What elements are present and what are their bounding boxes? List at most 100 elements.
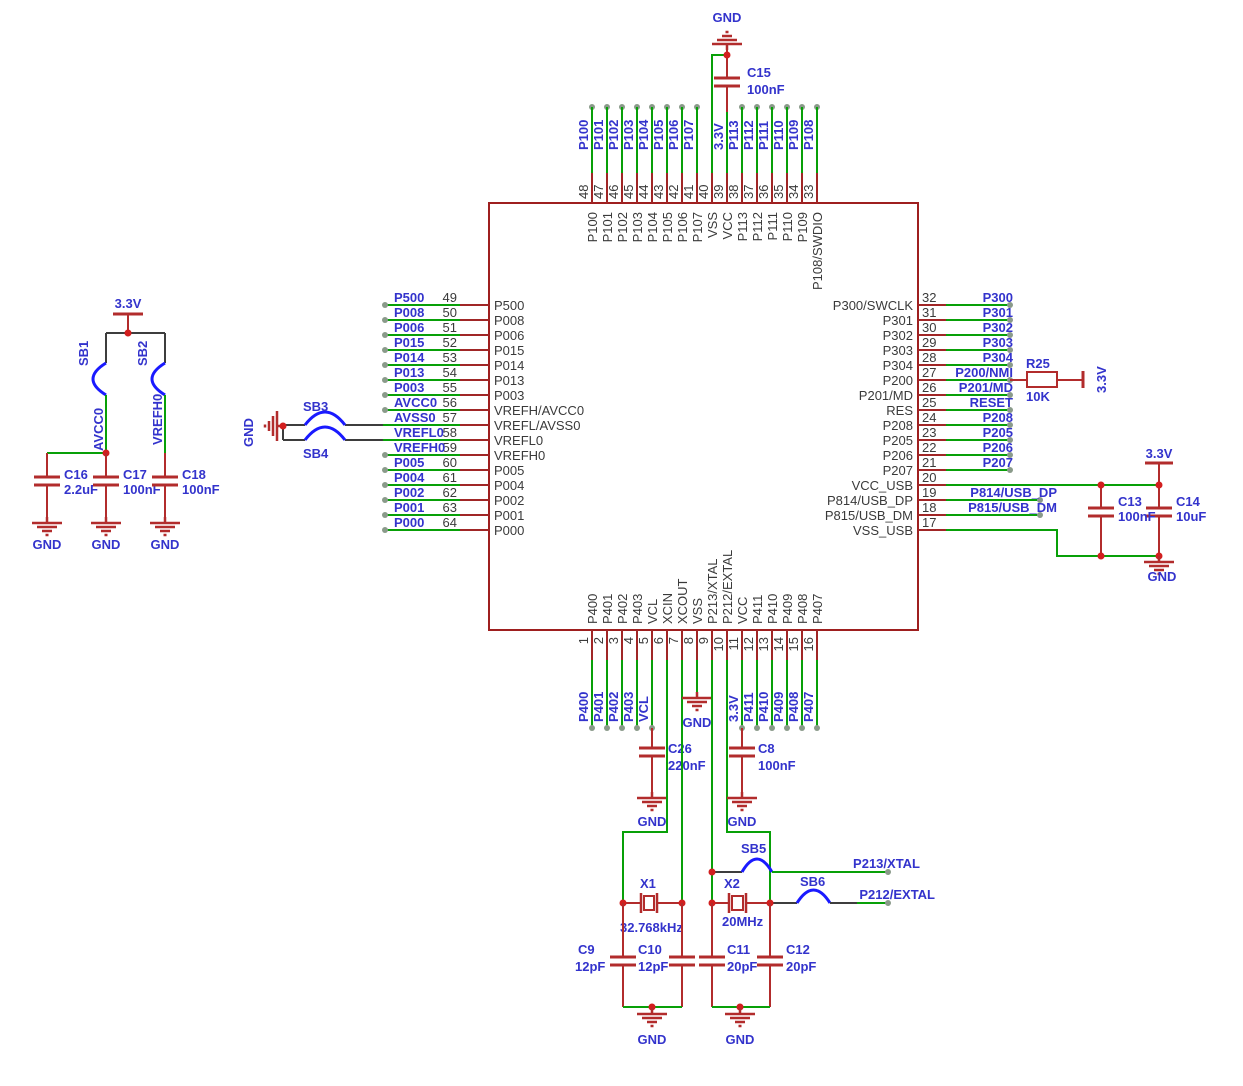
pin-number: 43: [651, 185, 666, 199]
pin-number: 31: [922, 305, 936, 320]
pin-name: P112: [750, 212, 765, 241]
pin-name: P300/SWCLK: [833, 298, 914, 313]
pin-name: P304: [883, 358, 913, 373]
net-label: P301: [983, 305, 1013, 320]
component-ref: C13: [1118, 494, 1142, 509]
net-label: P003: [394, 380, 424, 395]
component-value: 12pF: [638, 959, 668, 974]
net-label: P111: [756, 121, 771, 150]
pin-name: P001: [494, 508, 524, 523]
wire-endpoint: [619, 725, 625, 731]
gnd-symbol: [682, 692, 712, 712]
wire-endpoint: [1007, 332, 1013, 338]
net-label: P005: [394, 455, 424, 470]
net-label: P408: [786, 692, 801, 722]
pin-name: P411: [750, 595, 765, 624]
pin-number: 58: [443, 425, 457, 440]
pin-number: 35: [771, 185, 786, 199]
gnd-symbol: [637, 792, 667, 812]
pin-name: VCC_USB: [852, 478, 913, 493]
net-label: AVSS0: [394, 410, 436, 425]
pin-number: 18: [922, 500, 936, 515]
pin-name: P006: [494, 328, 524, 343]
gnd-label: GND: [33, 537, 62, 552]
net-label: P000: [394, 515, 424, 530]
pin-number: 21: [922, 455, 936, 470]
net-label: P103: [621, 120, 636, 150]
pin-number: 20: [922, 470, 936, 485]
pin-name: VSS: [690, 598, 705, 624]
wire-endpoint: [1007, 392, 1013, 398]
net-label: P107: [681, 120, 696, 150]
wire-endpoint: [1007, 452, 1013, 458]
pin-name: P002: [494, 493, 524, 508]
net-label: P407: [801, 692, 816, 722]
net-label: P106: [666, 120, 681, 150]
net-label: P206: [983, 440, 1013, 455]
wire-endpoint: [1007, 362, 1013, 368]
pin-number: 25: [922, 395, 936, 410]
pin-number: 39: [711, 185, 726, 199]
wire-endpoint: [382, 317, 388, 323]
pin-name: VCC: [735, 597, 750, 624]
crystal-symbol: [731, 895, 744, 911]
gnd-symbol: [637, 1008, 667, 1028]
component-ref: C18: [182, 467, 206, 482]
pin-name: P110: [780, 212, 795, 241]
pin-name: P400: [585, 594, 600, 624]
solder-bridge: [795, 888, 832, 904]
wire-endpoint: [382, 347, 388, 353]
component-value: 100nF: [182, 482, 220, 497]
pin-name: P100: [585, 212, 600, 242]
pin-name: P103: [630, 212, 645, 242]
junction-dot: [124, 329, 132, 337]
wire-endpoint: [784, 725, 790, 731]
pin-number: 57: [443, 410, 457, 425]
pin-number: 63: [443, 500, 457, 515]
junction-dot: [736, 1003, 744, 1011]
pin-number: 6: [651, 637, 666, 644]
pin-number: 14: [771, 637, 786, 651]
component-ref: X1: [640, 876, 656, 891]
wire-endpoint: [799, 725, 805, 731]
pin-name: VREFH/AVCC0: [494, 403, 584, 418]
wire-endpoint: [885, 869, 891, 875]
junction-dot: [723, 51, 731, 59]
component-value: 220nF: [668, 758, 706, 773]
gnd-label: GND: [683, 715, 712, 730]
gnd-symbol: [32, 517, 62, 537]
net-label: P109: [786, 120, 801, 150]
pin-number: 49: [443, 290, 457, 305]
component-ref: C12: [786, 942, 810, 957]
pin-name: P113: [735, 212, 750, 241]
pin-number: 40: [696, 185, 711, 199]
pin-name: P205: [883, 433, 913, 448]
net-label: P101: [591, 120, 606, 150]
wire-endpoint: [754, 725, 760, 731]
mcu-body: [488, 202, 919, 631]
pin-name: VCL: [645, 599, 660, 624]
pin-number: 26: [922, 380, 936, 395]
net-label: P300: [983, 290, 1013, 305]
pin-number: 33: [801, 185, 816, 199]
pin-number: 12: [741, 637, 756, 651]
pin-name: P208: [883, 418, 913, 433]
wire-endpoint: [382, 392, 388, 398]
pin-name: P403: [630, 594, 645, 624]
pin-name: P401: [600, 594, 615, 624]
pin-name: P106: [675, 212, 690, 242]
pin-name: P105: [660, 212, 675, 242]
pin-number: 15: [786, 637, 801, 651]
pin-number: 23: [922, 425, 936, 440]
component-ref: SB4: [303, 446, 329, 461]
pin-number: 27: [922, 365, 936, 380]
net-label: P004: [394, 470, 425, 485]
wire-endpoint: [382, 497, 388, 503]
pin-number: 41: [681, 185, 696, 199]
component-ref: SB5: [741, 841, 766, 856]
component-value: 12pF: [575, 959, 605, 974]
net-label: P110: [771, 120, 786, 150]
pin-name: VREFL0: [494, 433, 543, 448]
component-ref: SB2: [135, 341, 150, 366]
